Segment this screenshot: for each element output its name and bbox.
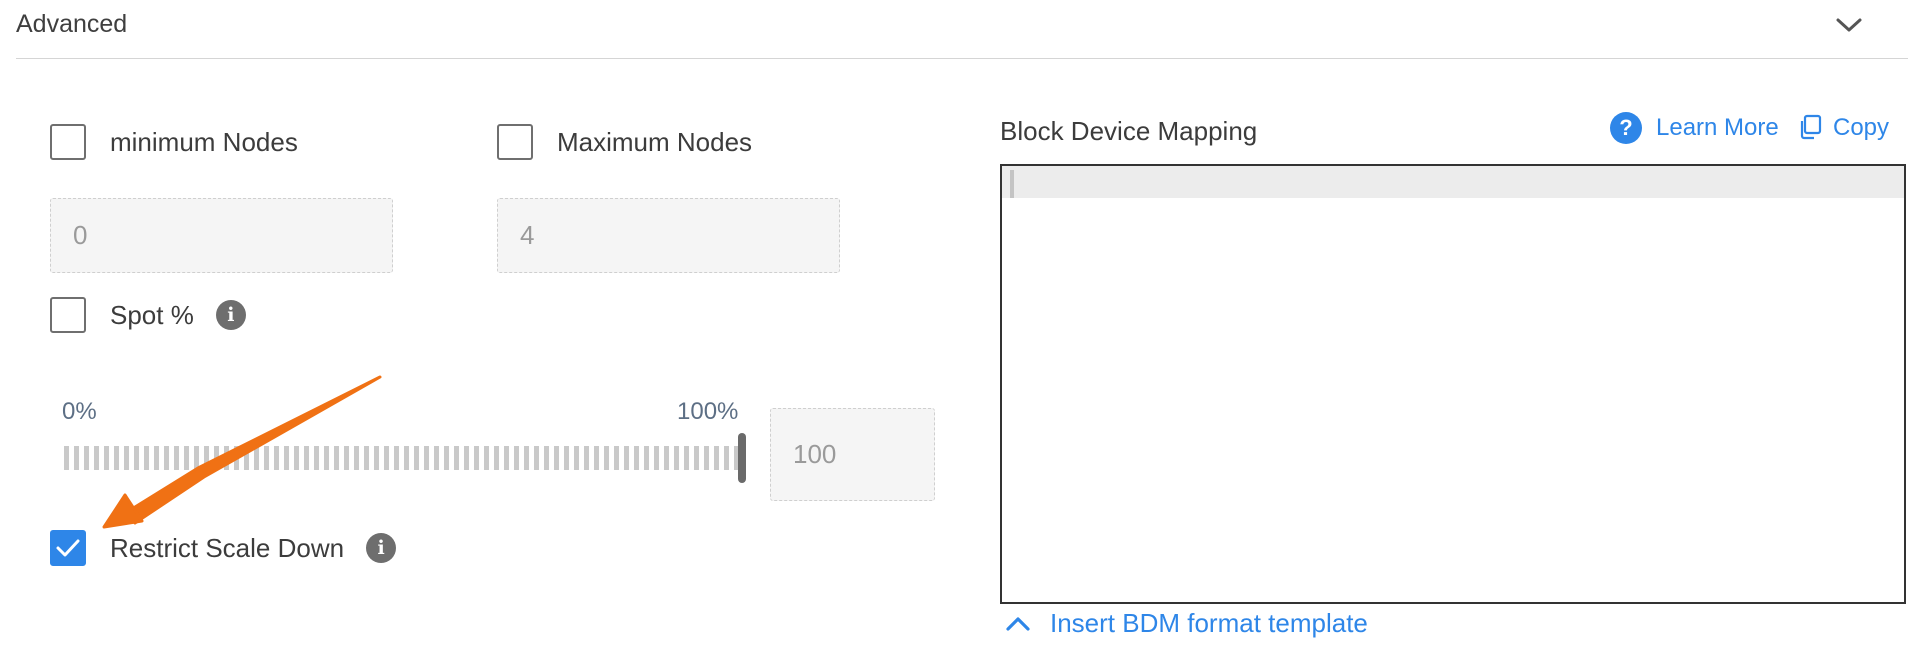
help-icon[interactable]: ?: [1610, 112, 1642, 144]
check-icon: [56, 539, 80, 557]
maximum-nodes-checkbox[interactable]: [497, 124, 533, 160]
block-device-mapping-title: Block Device Mapping: [1000, 116, 1258, 146]
slider-max-label: 100%: [677, 398, 739, 425]
editor-active-line: [1002, 166, 1904, 198]
chevron-up-icon: [1006, 616, 1030, 631]
info-icon[interactable]: i: [366, 533, 397, 563]
maximum-nodes-checkbox-row[interactable]: Maximum Nodes: [497, 124, 752, 160]
slider-min-label: 0%: [62, 398, 97, 425]
spot-percent-slider-track[interactable]: [64, 446, 744, 470]
minimum-nodes-label: minimum Nodes: [110, 126, 298, 157]
learn-more-link[interactable]: Learn More: [1656, 114, 1779, 141]
block-device-mapping-editor[interactable]: [1000, 164, 1906, 604]
restrict-scale-down-checkbox-row[interactable]: Restrict Scale Down i: [50, 530, 397, 566]
copy-icon[interactable]: [1798, 114, 1822, 140]
minimum-nodes-checkbox[interactable]: [50, 124, 86, 160]
spot-percent-slider-handle[interactable]: [738, 433, 746, 483]
spot-percent-input[interactable]: [770, 408, 935, 501]
restrict-scale-down-label: Restrict Scale Down: [110, 532, 345, 563]
maximum-nodes-label: Maximum Nodes: [557, 126, 753, 157]
insert-bdm-template-link[interactable]: Insert BDM format template: [1004, 608, 1368, 639]
copy-link[interactable]: Copy: [1833, 114, 1890, 141]
info-icon[interactable]: i: [215, 300, 246, 330]
chevron-down-icon[interactable]: [1834, 14, 1864, 36]
maximum-nodes-input[interactable]: [497, 198, 840, 273]
spot-percent-checkbox[interactable]: [50, 297, 86, 333]
editor-cursor: [1010, 170, 1014, 198]
minimum-nodes-checkbox-row[interactable]: minimum Nodes: [50, 124, 298, 160]
restrict-scale-down-checkbox[interactable]: [50, 530, 86, 566]
section-title: Advanced: [16, 10, 128, 38]
spot-percent-label: Spot %: [110, 299, 194, 330]
spot-percent-checkbox-row[interactable]: Spot % i: [50, 297, 246, 333]
minimum-nodes-input[interactable]: [50, 198, 393, 273]
insert-bdm-template-label: Insert BDM format template: [1050, 608, 1368, 638]
advanced-section-header[interactable]: Advanced: [16, 0, 1908, 59]
